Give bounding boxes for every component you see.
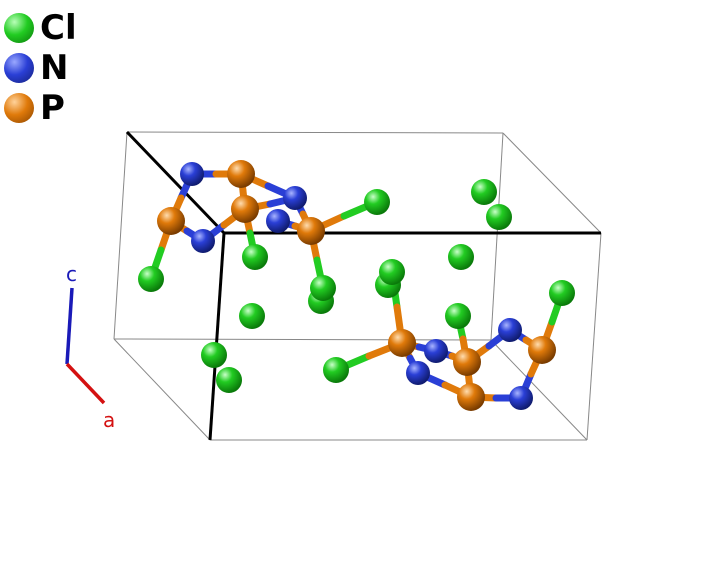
atom-n <box>266 209 290 233</box>
cell-edge <box>113 338 211 441</box>
cell-edge <box>490 132 504 341</box>
n-swatch-icon <box>4 53 34 83</box>
atom-p <box>457 383 485 411</box>
cell-axis-edge <box>125 130 226 235</box>
atom-cl <box>201 342 227 368</box>
orientation-axes: c a <box>65 262 115 432</box>
atom-cl <box>364 189 390 215</box>
cell-axes <box>125 130 601 441</box>
atom-cl <box>310 275 336 301</box>
atom-cl <box>323 357 349 383</box>
atom-p <box>231 195 259 223</box>
atom-p <box>528 336 556 364</box>
atom-cl <box>486 204 512 230</box>
atom-p <box>453 348 481 376</box>
atom-cl <box>445 303 471 329</box>
p-swatch-icon <box>4 93 34 123</box>
cell-axis-edge <box>208 232 226 441</box>
atom-cl <box>216 367 242 393</box>
legend-label-p: P <box>40 88 65 128</box>
atom-n <box>191 229 215 253</box>
legend-item-n: N <box>4 48 77 88</box>
atom-cl <box>239 303 265 329</box>
legend-item-p: P <box>4 88 77 128</box>
legend-label-cl: Cl <box>40 8 77 48</box>
unit-cell <box>113 131 602 441</box>
cell-edge <box>490 339 588 441</box>
c-axis-label: c <box>66 262 77 286</box>
cell-edge <box>502 132 602 234</box>
atom-p <box>157 207 185 235</box>
a-axis-label: a <box>103 408 115 432</box>
atom-cl <box>242 244 268 270</box>
element-legend: Cl N P <box>4 8 77 128</box>
atom-cl <box>471 179 497 205</box>
c-axis-arrow <box>65 287 74 365</box>
legend-item-cl: Cl <box>4 8 77 48</box>
atom-n <box>406 361 430 385</box>
atom-p <box>227 160 255 188</box>
atom-cl <box>448 244 474 270</box>
atom-cl <box>379 259 405 285</box>
cell-edge <box>113 338 492 341</box>
atoms <box>138 160 575 411</box>
atom-cl <box>549 280 575 306</box>
cell-edge <box>126 131 504 134</box>
cl-swatch-icon <box>4 13 34 43</box>
atom-n <box>283 186 307 210</box>
atom-cl <box>138 266 164 292</box>
atom-p <box>388 329 416 357</box>
a-axis-arrow <box>65 362 106 405</box>
cell-edge <box>586 232 602 441</box>
legend-label-n: N <box>40 48 69 88</box>
atom-n <box>509 386 533 410</box>
atom-n <box>424 339 448 363</box>
atom-p <box>297 217 325 245</box>
cell-edge <box>113 131 128 340</box>
atom-n <box>498 318 522 342</box>
atom-n <box>180 162 204 186</box>
